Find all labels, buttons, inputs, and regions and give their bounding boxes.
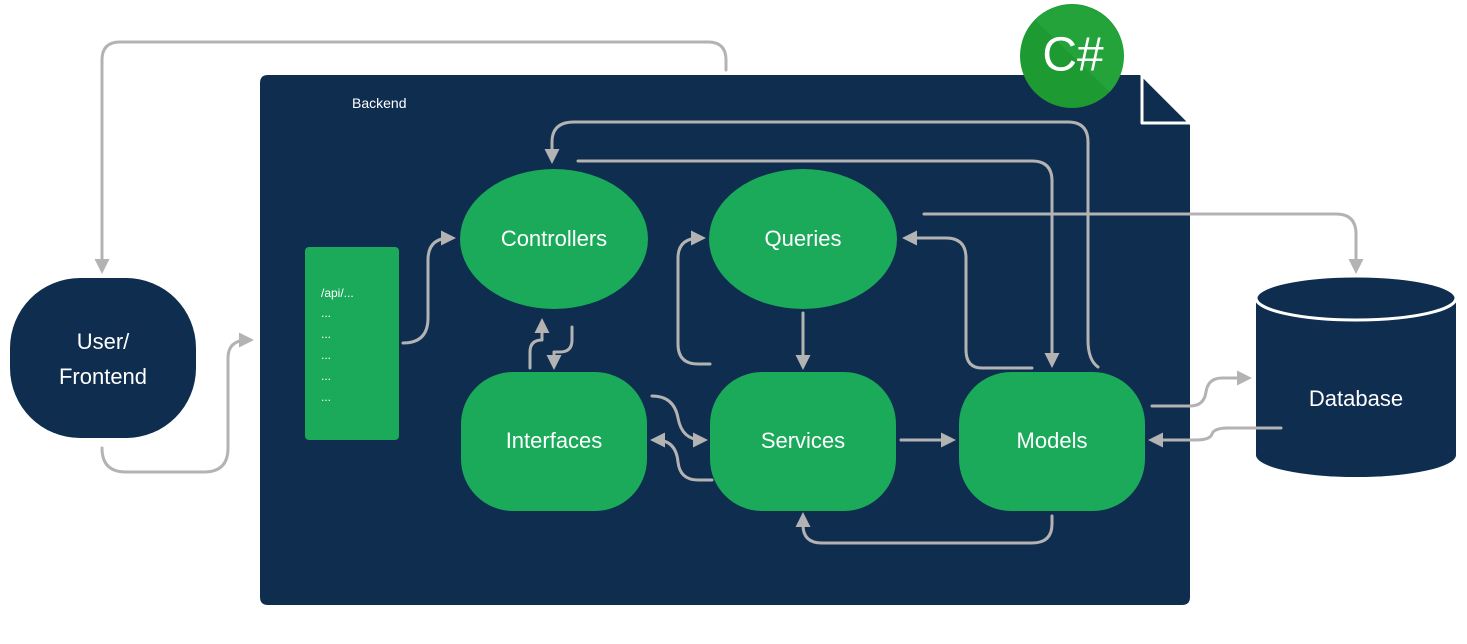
- arrow-interfaces-to-controllers: [528, 318, 550, 370]
- user-label-line1: User/: [77, 329, 130, 354]
- controllers-label: Controllers: [501, 226, 607, 251]
- badge-text: C#: [1042, 29, 1104, 82]
- arrow-user-to-api: [100, 332, 254, 474]
- services-node[interactable]: Services: [710, 372, 896, 511]
- api-route: ...: [321, 390, 331, 404]
- models-label: Models: [1017, 428, 1088, 453]
- queries-label: Queries: [764, 226, 841, 251]
- arrow-controllers-to-interfaces: [546, 325, 574, 370]
- arrow-interfaces-to-services: [650, 394, 708, 448]
- api-routes-panel: /api/... ... ... ... ... ...: [305, 247, 399, 440]
- interfaces-node[interactable]: Interfaces: [461, 372, 647, 511]
- arrow-models-to-services: [795, 512, 1054, 545]
- api-route: ...: [321, 306, 331, 320]
- arrow-services-to-queries: [676, 230, 712, 366]
- api-route: ...: [321, 327, 331, 341]
- backend-title: Backend: [352, 95, 406, 111]
- arrow-services-to-interfaces: [650, 432, 714, 482]
- interfaces-label: Interfaces: [506, 428, 603, 453]
- folded-corner: [1140, 73, 1192, 125]
- arrow-api-to-controllers: [401, 230, 456, 345]
- database-label: Database: [1309, 386, 1403, 411]
- user-label-line2: Frontend: [59, 364, 147, 389]
- api-route: ...: [321, 348, 331, 362]
- arrow-database-to-models: [1148, 426, 1283, 448]
- connectors: [94, 40, 1364, 545]
- models-node[interactable]: Models: [959, 372, 1145, 511]
- user-frontend-node[interactable]: User/ Frontend: [10, 278, 196, 438]
- arrow-models-to-queries: [902, 230, 1034, 370]
- arrow-backend-to-user: [94, 40, 728, 274]
- services-label: Services: [761, 428, 845, 453]
- arrow-models-to-database: [1150, 370, 1252, 408]
- arrow-queries-to-database: [922, 212, 1364, 274]
- database-node[interactable]: Database: [1254, 274, 1458, 477]
- controllers-node[interactable]: Controllers: [460, 169, 648, 309]
- csharp-badge: C#: [1020, 4, 1124, 108]
- arrow-controllers-to-models: [576, 159, 1060, 368]
- arrow-models-to-controllers: [544, 120, 1100, 369]
- api-route: ...: [321, 369, 331, 383]
- api-route: /api/...: [321, 286, 354, 300]
- queries-node[interactable]: Queries: [709, 169, 897, 309]
